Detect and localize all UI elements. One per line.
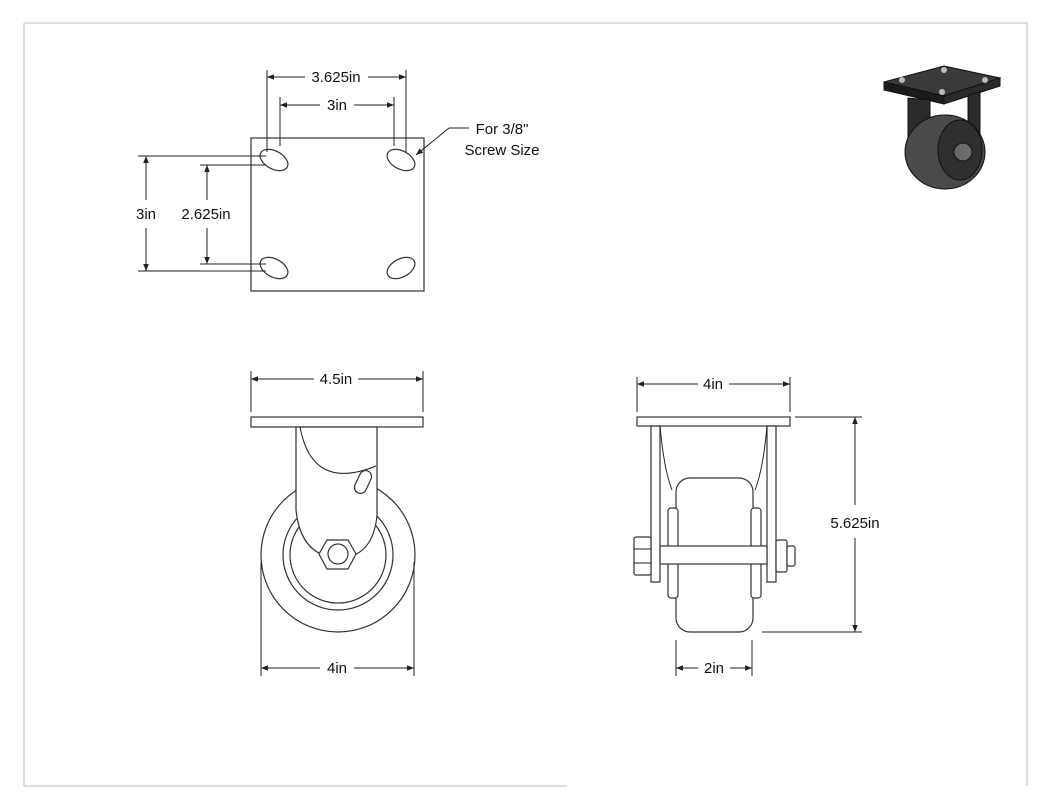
screw-size-note: For 3/8" Screw Size — [415, 121, 540, 159]
caster-3d-thumbnail — [883, 65, 1002, 190]
front-view: 4in 5.625in 2in — [633, 376, 880, 677]
dim-label-4-front: 4in — [703, 376, 723, 393]
top-view: 3.625in 3in 3in 2.625in For — [136, 69, 540, 292]
front-axle-bolt-head — [633, 536, 652, 576]
side-grease-slot — [353, 469, 373, 495]
dim-label-5625: 5.625in — [830, 515, 879, 532]
dim-width-outer: 3.625in — [266, 69, 407, 152]
front-leg-right — [766, 425, 777, 583]
front-axle-nut — [775, 539, 788, 573]
dim-side-wheel: 4in — [260, 562, 415, 677]
dim-label-4-side: 4in — [327, 660, 347, 677]
drawing-border — [23, 22, 1028, 787]
side-plate — [250, 416, 424, 428]
dim-label-2625: 2.625in — [181, 206, 230, 223]
dim-height-inner: 2.625in — [181, 164, 266, 265]
dim-front-height: 5.625in — [762, 416, 880, 633]
dim-front-wheel-width: 2in — [675, 640, 753, 677]
bolt-slot-bottom-left — [259, 256, 289, 280]
bolt-slot-top-left — [259, 148, 289, 172]
bolt-slot-top-right — [386, 148, 416, 172]
side-view: 4.5in 4in — [250, 371, 424, 677]
dim-label-3: 3in — [327, 97, 347, 114]
dim-label-45: 4.5in — [320, 371, 353, 388]
front-leg-left — [650, 425, 661, 583]
note-line-2: Screw Size — [464, 142, 539, 159]
dim-side-plate: 4.5in — [250, 371, 424, 412]
dim-label-2: 2in — [704, 660, 724, 677]
bolt-slot-bottom-right — [386, 256, 416, 280]
dim-width-inner: 3in — [279, 97, 395, 146]
dim-front-plate: 4in — [636, 376, 791, 412]
dim-height-outer: 3in — [136, 155, 266, 272]
dim-label-3-vertical: 3in — [136, 206, 156, 223]
dim-label-3625: 3.625in — [311, 69, 360, 86]
front-plate — [636, 416, 791, 427]
note-line-1: For 3/8" — [476, 121, 529, 138]
